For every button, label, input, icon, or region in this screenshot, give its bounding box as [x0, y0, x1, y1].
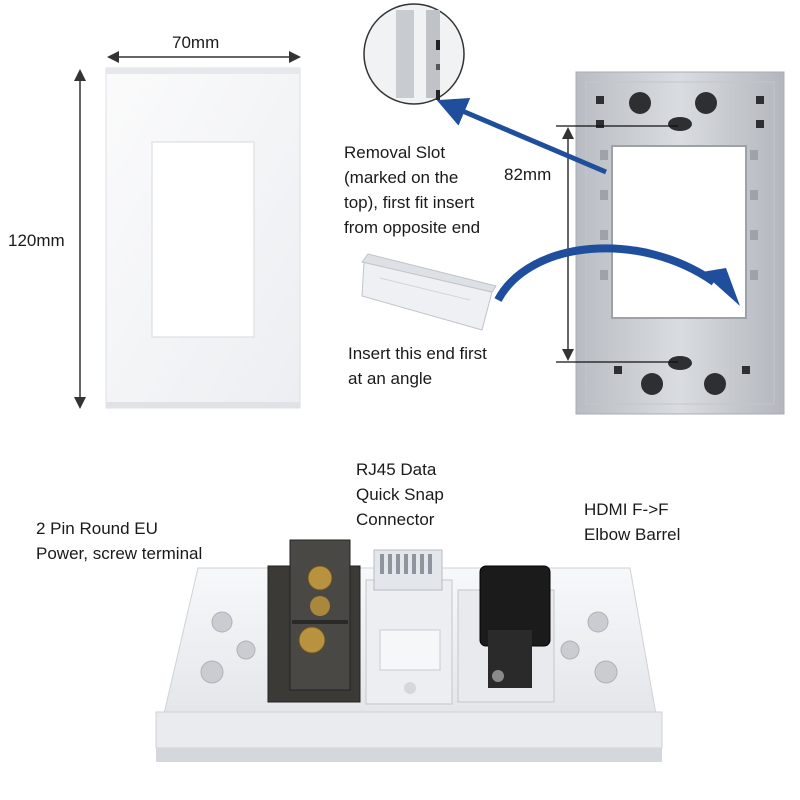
hdmi-module [457, 565, 555, 703]
rj45-module [365, 549, 453, 705]
power-terminal-module [267, 539, 361, 703]
insert-direction-arrowhead [702, 268, 740, 306]
width-dimension-label: 70mm [172, 33, 220, 52]
removal-slot-arrow [436, 98, 607, 175]
faceplate [105, 67, 301, 409]
mounting-frame [575, 71, 785, 415]
removal-slot-annotation: Removal Slot (marked on the top), first … [344, 143, 481, 237]
removal-slot-magnifier [363, 3, 465, 105]
insert-direction-arrow [494, 244, 717, 302]
insert-end-annotation: Insert this end first at an angle [348, 344, 487, 388]
frame-dimension-label: 82mm [504, 165, 552, 184]
hdmi-module-label: HDMI F->F Elbow Barrel [584, 500, 681, 544]
rj45-module-label: RJ45 Data Quick Snap Connector [356, 460, 444, 529]
insert-piece [361, 253, 497, 331]
power-module-label: 2 Pin Round EU Power, screw terminal [36, 519, 203, 563]
height-dimension-label: 120mm [8, 231, 65, 250]
